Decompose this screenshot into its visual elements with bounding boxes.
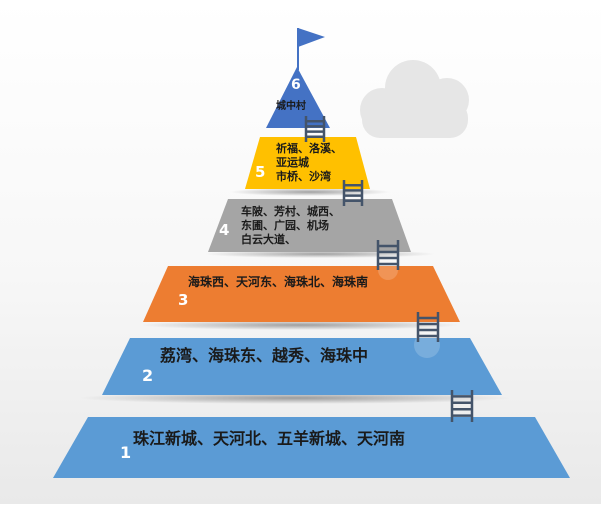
tier-1-label: 珠江新城、天河北、五羊新城、天河南 [133, 429, 406, 448]
tier-3-shape [143, 266, 460, 322]
tier-4-label: 车陂、芳村、城西、 东圃、广园、机场 白云大道、 [241, 205, 340, 246]
tier-5-shape [245, 137, 370, 189]
tier-5-number: 5 [255, 163, 266, 181]
tier-1-number: 1 [120, 443, 132, 462]
tier-shadow [230, 188, 390, 196]
flag-icon [297, 28, 325, 70]
ladder-icon [342, 180, 364, 206]
cloud-icon [360, 60, 469, 138]
tier-4-line: 东圃、广园、机场 [241, 218, 329, 232]
tier-3-number: 3 [178, 291, 189, 309]
tier-shadow [140, 320, 460, 330]
tier-2-label: 荔湾、海珠东、越秀、海珠中 [160, 346, 369, 365]
tier-4-number: 4 [219, 221, 230, 239]
tier-4-line: 车陂、芳村、城西、 [241, 205, 340, 218]
tier-3-label: 海珠西、天河东、海珠北、海珠南 [188, 275, 369, 289]
tier-5-line: 亚运城 [276, 155, 309, 169]
tier-6-number: 6 [291, 77, 301, 93]
tier-2-number: 2 [142, 366, 154, 385]
ladder-icon [304, 116, 326, 142]
tier-6-label: 城中村 [276, 101, 306, 112]
tier-5-line: 祈福、洛溪、 [276, 142, 342, 155]
tier-6-shape [266, 67, 330, 128]
ladder-icon [416, 312, 440, 342]
tier-5-line: 市桥、沙湾 [276, 169, 331, 183]
tier-1-shape [53, 417, 570, 478]
highlight-circle [414, 332, 440, 358]
tier-4-shape [208, 199, 411, 252]
ladder-icon [376, 240, 400, 270]
tier-4-line: 白云大道、 [241, 232, 296, 246]
ladders [304, 116, 474, 422]
tier-2-shape [102, 338, 502, 395]
ladder-icon [450, 390, 474, 422]
tier-5-label: 祈福、洛溪、 亚运城 市桥、沙湾 [276, 142, 342, 183]
